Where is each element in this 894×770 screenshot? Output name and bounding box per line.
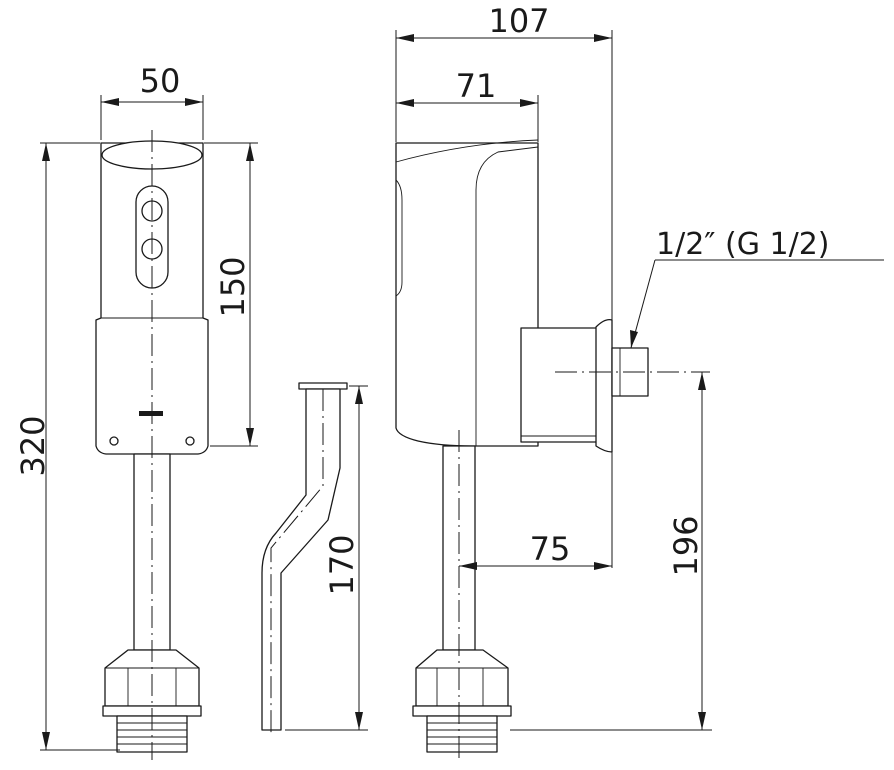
inlet-thread-callout: 1/2″ (G 1/2)	[630, 227, 884, 349]
screw-left-icon	[109, 436, 119, 446]
pipe-top-flange	[298, 382, 348, 390]
side-rear-rib	[395, 179, 403, 297]
dim-inlet-height: 196	[510, 372, 712, 731]
side-body-housing	[395, 142, 539, 447]
dim-inlet-offset: 75	[459, 530, 612, 570]
dim-depth-total-label: 107	[488, 2, 549, 40]
side-nut-flange	[412, 705, 512, 717]
dim-height-body: 150	[204, 142, 258, 447]
front-logo-mark	[139, 411, 163, 416]
dim-height-body-label: 150	[214, 256, 252, 317]
front-view	[95, 130, 209, 760]
dim-pipe-height: 170	[285, 385, 368, 731]
dim-width-front-label: 50	[140, 62, 181, 100]
side-thread	[426, 715, 498, 753]
screw-right-icon	[185, 436, 195, 446]
dim-height-total: 320	[14, 142, 120, 751]
dim-height-total-label: 320	[14, 415, 52, 476]
dim-width-front: 50	[100, 62, 204, 140]
inlet-block	[520, 327, 600, 443]
front-body-housing	[95, 142, 209, 455]
dim-inlet-offset-label: 75	[530, 530, 571, 568]
dim-depth-body: 71	[396, 67, 539, 142]
dim-inlet-height-label: 196	[667, 515, 705, 576]
dim-depth-body-label: 71	[456, 67, 497, 105]
side-front-panel	[475, 146, 539, 446]
inlet-flange	[595, 319, 613, 453]
side-top-slope	[395, 139, 539, 163]
inlet-thread-label: 1/2″ (G 1/2)	[656, 227, 830, 262]
side-coupling-nut	[415, 649, 509, 707]
bent-pipe-outline	[261, 388, 341, 731]
bent-pipe-view	[261, 382, 348, 735]
side-view	[395, 139, 710, 760]
bent-pipe-center-line	[270, 389, 324, 735]
dim-pipe-height-label: 170	[323, 534, 361, 595]
dim-depth-total: 107	[395, 2, 613, 568]
